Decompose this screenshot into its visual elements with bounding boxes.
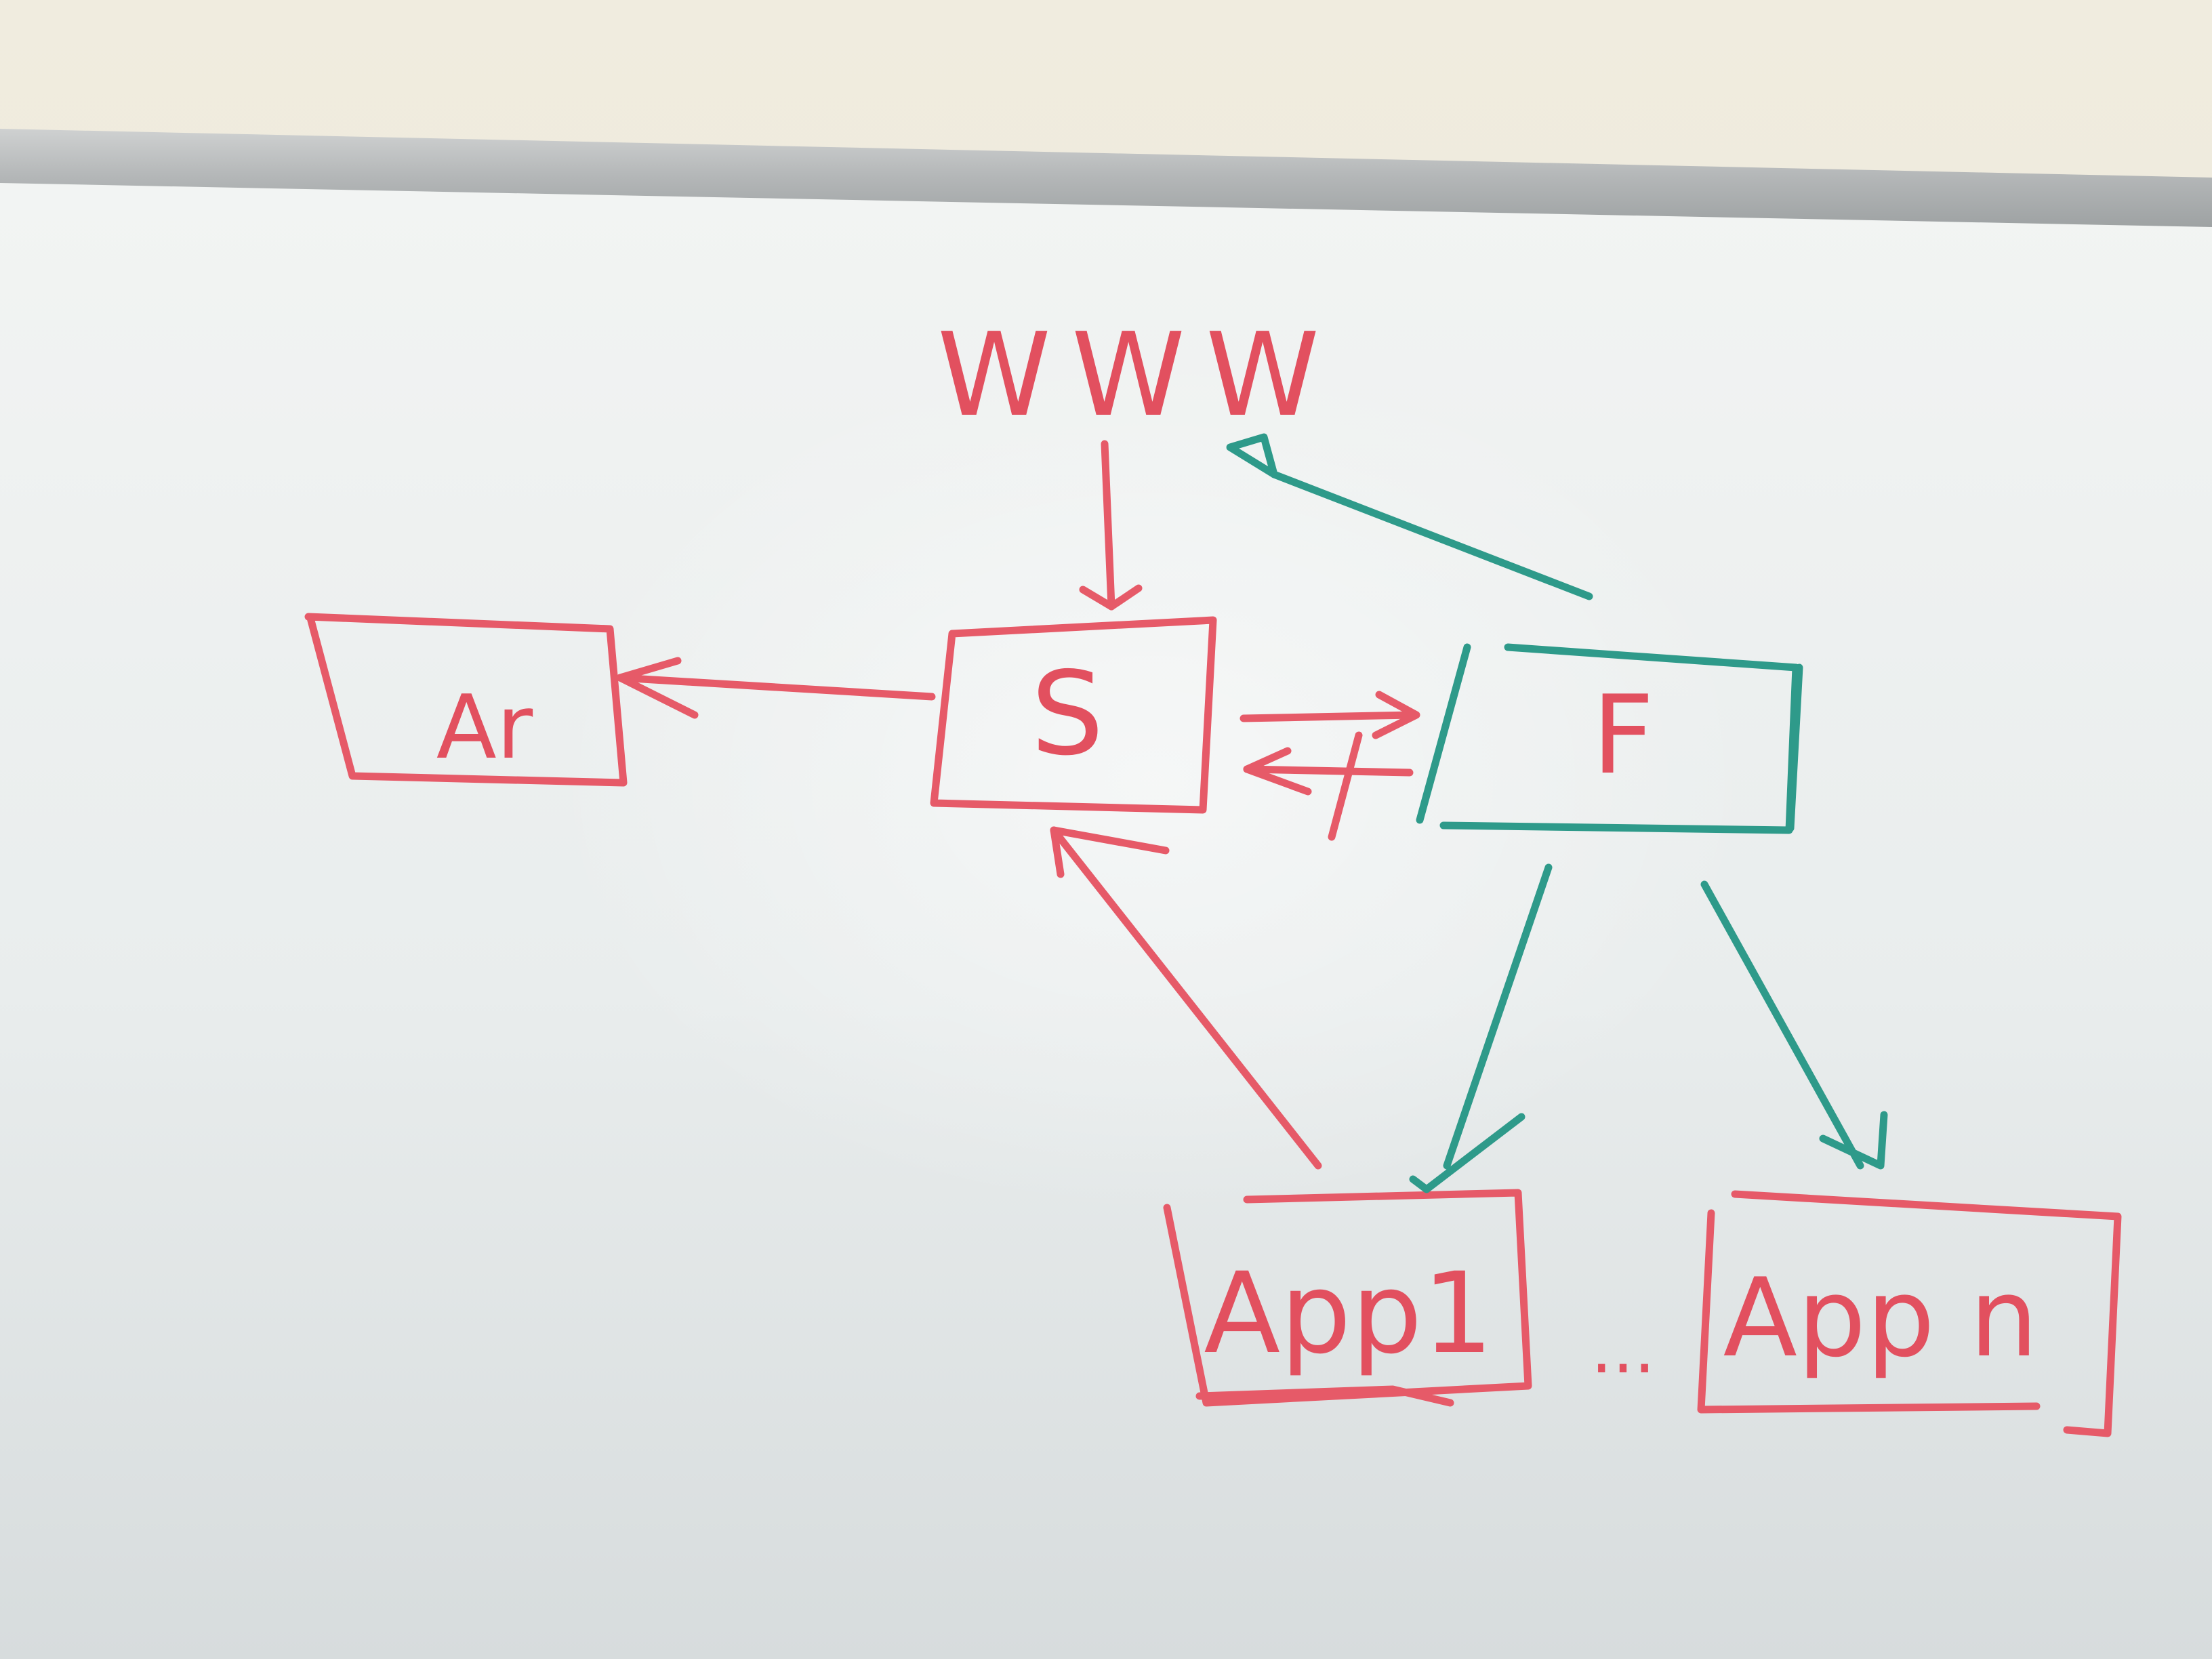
arrow-app1-to-s bbox=[1050, 826, 1322, 1170]
appn-box: App n bbox=[1697, 1190, 2122, 1437]
f-box: F bbox=[1416, 643, 1803, 834]
appn-label: App n bbox=[1723, 1254, 2039, 1381]
ellipsis-label: ... bbox=[1591, 1309, 1655, 1389]
app1-box: App1 bbox=[1163, 1189, 1532, 1407]
f-label: F bbox=[1592, 672, 1654, 798]
arrow-s-to-ar bbox=[616, 657, 936, 719]
app1-label: App1 bbox=[1204, 1248, 1493, 1378]
ar-label: Ar bbox=[436, 676, 533, 779]
arrow-www-to-s bbox=[1079, 440, 1143, 611]
arrow-f-to-www bbox=[1226, 433, 1593, 600]
arrow-f-to-app1 bbox=[1409, 863, 1553, 1193]
www-label: WWW bbox=[937, 308, 1340, 443]
red-drawing: WWW Ar S bbox=[304, 308, 2122, 1437]
ar-box: Ar bbox=[304, 613, 628, 787]
arrow-s-to-f bbox=[1240, 691, 1420, 739]
arrow-f-to-appn bbox=[1700, 880, 1888, 1170]
s-box: S bbox=[930, 616, 1217, 814]
teal-drawing: F bbox=[1226, 433, 1888, 1193]
board-frame bbox=[0, 129, 2212, 227]
arrow-f-to-s bbox=[1243, 731, 1414, 841]
glare bbox=[542, 339, 1762, 1220]
s-label: S bbox=[1031, 647, 1104, 781]
